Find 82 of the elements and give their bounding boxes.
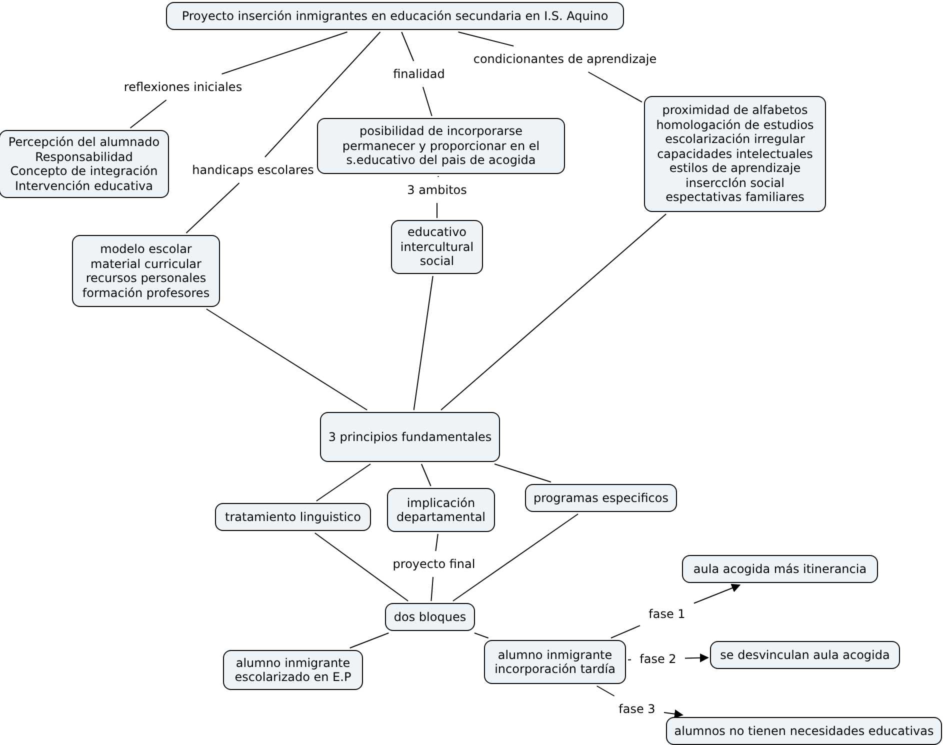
connector-line bbox=[422, 86, 432, 116]
concept-box bbox=[387, 488, 495, 532]
concept-text: Intervención educativa bbox=[15, 178, 153, 193]
concept-text: Responsabilidad bbox=[35, 150, 133, 164]
connector-line bbox=[264, 32, 381, 158]
concept-text: educativo bbox=[407, 225, 467, 240]
concept-text: posibilidad de incorporarse permanecer y proporcionar en el s.educativo del pais de acogida bbox=[341, 124, 541, 168]
concept-box bbox=[644, 96, 826, 212]
connector-line bbox=[314, 532, 409, 602]
concept-text: estilos de aprendizaje bbox=[669, 161, 801, 176]
connector-line bbox=[440, 214, 667, 410]
linking-phrase: condicionantes de aprendizaje bbox=[472, 51, 658, 67]
concept-box bbox=[166, 2, 624, 30]
concept-box bbox=[391, 220, 483, 274]
concept-box bbox=[710, 641, 900, 669]
concept-text: dos bloques bbox=[394, 610, 466, 624]
concept-text: proximidad de alfabetos bbox=[662, 103, 808, 118]
connector-line bbox=[610, 625, 640, 638]
connector-line bbox=[130, 100, 167, 128]
linking-phrase: fase 2 bbox=[636, 651, 680, 667]
connector-line bbox=[206, 308, 368, 410]
concept-text: capacidades intelectuales bbox=[657, 146, 813, 162]
concept-text: aula acogida más itinerancia bbox=[693, 562, 867, 576]
connector-line bbox=[435, 534, 438, 552]
linking-phrase: reflexiones iniciales bbox=[121, 79, 245, 95]
connector-line bbox=[316, 464, 372, 502]
concept-box bbox=[0, 130, 169, 198]
concept-text: 3 principios fundamentales bbox=[328, 430, 492, 444]
concept-text: implicación departamental bbox=[395, 496, 487, 524]
connector-line bbox=[596, 686, 615, 696]
connector-line bbox=[494, 464, 552, 482]
concept-box bbox=[320, 412, 500, 462]
concept-text: material curricular bbox=[90, 256, 202, 271]
linking-phrase: finalidad bbox=[390, 66, 448, 82]
concept-text: programas especificos bbox=[534, 490, 668, 506]
connector-line bbox=[436, 202, 438, 218]
connector-line bbox=[452, 514, 578, 602]
concept-text: recursos personales bbox=[86, 271, 206, 286]
concept-text: Concepto de integración bbox=[10, 164, 158, 178]
concept-box bbox=[666, 717, 942, 745]
arrow bbox=[664, 709, 684, 718]
linking-phrase: 3 ambitos bbox=[406, 182, 468, 198]
concept-text: homologación de estudios bbox=[656, 118, 814, 132]
connector-line bbox=[430, 576, 434, 602]
arrow bbox=[694, 584, 741, 604]
concept-text: tratamiento linguistico bbox=[225, 510, 361, 524]
concept-text: modelo escolar bbox=[100, 242, 192, 256]
concept-text: inserccIón social bbox=[686, 176, 784, 190]
connector-line bbox=[628, 659, 632, 660]
concept-text: Percepción del alumnado bbox=[8, 135, 160, 150]
concept-box bbox=[525, 484, 677, 512]
connector-line bbox=[420, 464, 432, 486]
concept-box bbox=[317, 118, 565, 174]
linking-phrase: handicaps escolares bbox=[192, 162, 314, 178]
connector-line bbox=[349, 632, 390, 648]
arrow bbox=[684, 653, 709, 662]
linking-phrase: proyecto final bbox=[390, 556, 478, 572]
concept-text: social bbox=[420, 254, 454, 269]
concept-box bbox=[223, 650, 363, 690]
concept-box bbox=[72, 235, 220, 307]
connector-line bbox=[401, 32, 414, 62]
connector-line bbox=[186, 182, 240, 234]
concept-text: Proyecto inserción inmigrantes en educación secundaria en I.S. Aquino bbox=[182, 8, 608, 24]
concept-box bbox=[484, 640, 626, 684]
concept-text: alumno inmigrante escolarizado en E.P bbox=[234, 656, 352, 684]
connector-line bbox=[474, 632, 489, 638]
connector-line bbox=[413, 276, 434, 410]
concept-text: espectativas familiares bbox=[666, 190, 804, 205]
concept-text: intercultural bbox=[400, 240, 474, 254]
concept-text: escolarización irregular bbox=[665, 132, 805, 147]
concept-text: se desvinculan aula acogida bbox=[720, 648, 890, 662]
concept-text: alumno inmigrante incorporación tardía bbox=[494, 648, 616, 676]
connector-line bbox=[221, 32, 348, 74]
connector-line bbox=[588, 72, 642, 103]
connector-line bbox=[458, 32, 514, 46]
concept-text: alumnos no tienen necesidades educativas bbox=[674, 724, 934, 738]
concept-box bbox=[682, 555, 878, 583]
linking-phrase: fase 3 bbox=[615, 701, 659, 717]
concept-text: formación profesores bbox=[82, 286, 210, 300]
linking-phrase: fase 1 bbox=[645, 606, 689, 622]
concept-box bbox=[385, 603, 475, 631]
concept-box bbox=[215, 503, 371, 531]
